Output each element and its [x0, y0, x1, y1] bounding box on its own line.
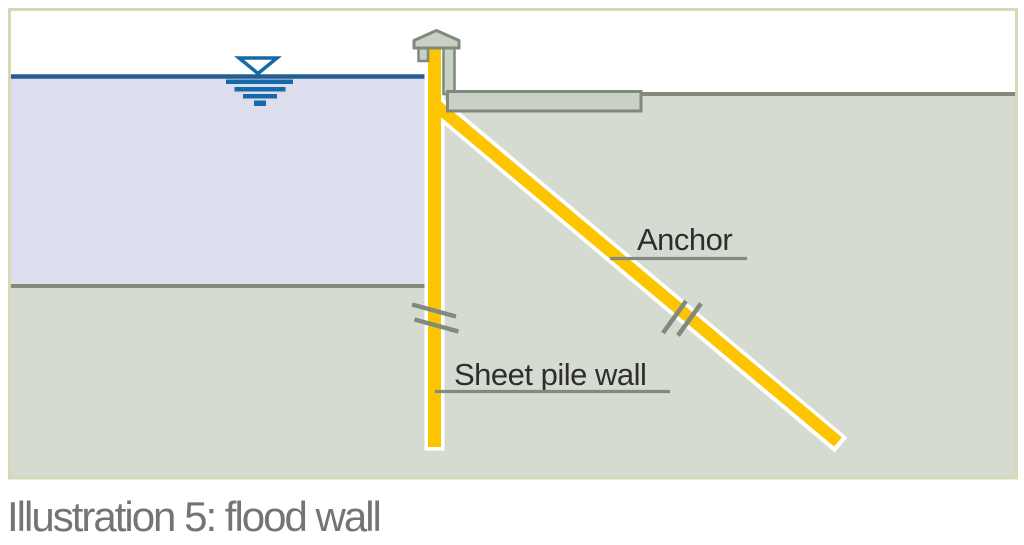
wall-break-icon [411, 302, 460, 334]
cap-right-column [442, 45, 456, 96]
water-level-icon [226, 56, 293, 106]
anchor-break-icon [661, 299, 703, 337]
water-level-bar [226, 79, 293, 84]
anchor-rod [433, 101, 842, 447]
water-area [11, 76, 427, 286]
water-level-bar [234, 87, 286, 92]
break-mark [676, 302, 703, 337]
water-level-triangle-icon [234, 56, 282, 76]
sheet-pile-wall-label: Sheet pile wall [454, 357, 646, 392]
water-level-bar [243, 94, 277, 99]
break-mark [411, 302, 457, 319]
pile-cap-icon [412, 29, 643, 113]
sheet-pile-wall [428, 44, 441, 447]
break-mark [413, 317, 460, 334]
cap-roof [412, 29, 461, 50]
water-level-bar [254, 100, 266, 106]
figure-caption: Illustration 5: flood wall [7, 493, 380, 540]
anchor-label: Anchor [637, 222, 732, 257]
wall-ledge [446, 90, 643, 113]
break-mark [661, 299, 688, 335]
figure-frame [8, 8, 1018, 480]
